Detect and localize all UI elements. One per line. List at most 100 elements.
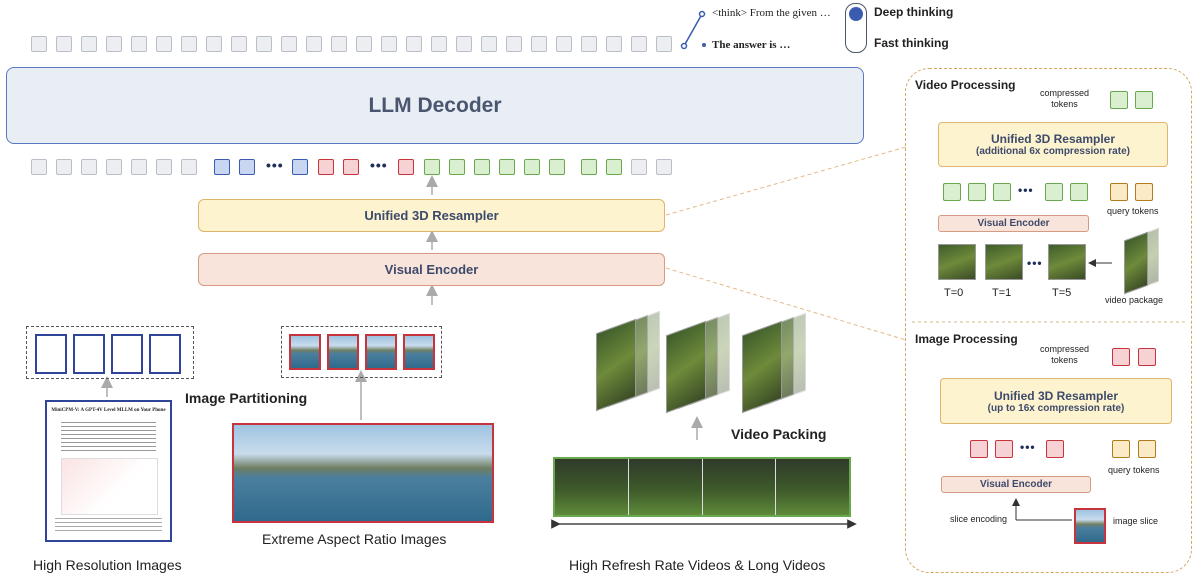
token-ellipsis: •••	[1020, 440, 1036, 454]
output-token	[656, 36, 672, 52]
high-res-document: MiniCPM-V: A GPT-4V Level MLLM on Your P…	[45, 400, 172, 542]
video-token	[581, 159, 597, 175]
video-frame	[666, 320, 706, 414]
token-ellipsis: •••	[370, 157, 388, 173]
lake-slice	[365, 334, 397, 370]
video-token	[449, 159, 465, 175]
video-package-label: video package	[1105, 295, 1164, 305]
output-token	[231, 36, 247, 52]
output-token	[631, 36, 647, 52]
image-query-tokens-label: query tokens	[1108, 465, 1160, 475]
frame-ellipsis: •••	[1027, 256, 1043, 270]
slice-token	[343, 159, 359, 175]
aspect-caption: Extreme Aspect Ratio Images	[262, 531, 447, 547]
output-token	[56, 36, 72, 52]
image-token	[239, 159, 255, 175]
doc-slice	[35, 334, 67, 374]
token-ellipsis: •••	[1018, 183, 1034, 197]
lake-slice	[403, 334, 435, 370]
toggle-knob	[849, 7, 863, 21]
compressed-token	[1110, 91, 1128, 109]
image-query-output	[1046, 440, 1064, 458]
video-processing-title: Video Processing	[915, 78, 1016, 92]
text-token	[131, 159, 147, 175]
output-token	[31, 36, 47, 52]
video-token	[499, 159, 515, 175]
image-resampler-label: Unified 3D Resampler	[993, 388, 1119, 403]
paper-figure	[61, 458, 158, 515]
text-token	[631, 159, 647, 175]
output-token	[556, 36, 572, 52]
output-token	[281, 36, 297, 52]
video-token	[474, 159, 490, 175]
doc-slice	[149, 334, 181, 374]
processing-detail-panel	[905, 68, 1192, 573]
paper-caption-text	[55, 518, 162, 534]
compressed-token	[1135, 91, 1153, 109]
video-strip-frame	[628, 459, 703, 515]
deep-thinking-output: <think> From the given …	[712, 7, 831, 19]
lake-panorama	[232, 423, 494, 523]
high-res-slices	[26, 326, 194, 379]
video-frame	[596, 318, 636, 412]
video-visual-encoder: Visual Encoder	[938, 215, 1089, 232]
image-resampler: Unified 3D Resampler (up to 16x compress…	[940, 378, 1172, 424]
video-query-output	[1045, 183, 1063, 201]
fast-thinking-output: The answer is …	[712, 39, 791, 51]
output-token	[331, 36, 347, 52]
video-package-frame	[1124, 231, 1148, 295]
image-visual-encoder: Visual Encoder	[941, 476, 1091, 493]
unified-3d-resampler: Unified 3D Resampler	[198, 199, 665, 232]
text-token	[656, 159, 672, 175]
high-res-caption: High Resolution Images	[33, 557, 182, 573]
video-caption: High Refresh Rate Videos & Long Videos	[569, 557, 826, 573]
aspect-slices	[281, 326, 442, 378]
text-token	[181, 159, 197, 175]
slice-encoding-label: slice encoding	[950, 514, 1008, 524]
t1-label: T=1	[992, 287, 1012, 299]
video-frame-t1	[985, 244, 1023, 280]
image-token	[214, 159, 230, 175]
thinking-toggle[interactable]	[845, 3, 867, 53]
image-processing-title: Image Processing	[915, 332, 1018, 346]
output-token	[306, 36, 322, 52]
image-resampler-sub: (up to 16x compression rate)	[987, 402, 1125, 414]
text-token	[31, 159, 47, 175]
video-frame-t0	[938, 244, 976, 280]
output-token	[581, 36, 597, 52]
output-token	[481, 36, 497, 52]
paper-title: MiniCPM-V: A GPT-4V Level MLLM on Your P…	[51, 408, 166, 413]
doc-slice	[111, 334, 143, 374]
output-token	[406, 36, 422, 52]
t0-label: T=0	[944, 287, 964, 299]
output-token	[506, 36, 522, 52]
resampler-label: Unified 3D Resampler	[364, 208, 499, 223]
output-token	[381, 36, 397, 52]
video-encoder-label: Visual Encoder	[977, 218, 1050, 229]
t5-label: T=5	[1052, 287, 1072, 299]
video-token	[606, 159, 622, 175]
query-token	[1135, 183, 1153, 201]
video-token	[424, 159, 440, 175]
query-token	[1112, 440, 1130, 458]
output-token	[431, 36, 447, 52]
slice-token	[318, 159, 334, 175]
image-encoder-label: Visual Encoder	[979, 479, 1053, 490]
token-ellipsis: •••	[266, 157, 284, 173]
output-token	[356, 36, 372, 52]
video-query-output	[943, 183, 961, 201]
video-query-output	[968, 183, 986, 201]
video-strip	[553, 457, 851, 517]
output-token	[256, 36, 272, 52]
output-token	[181, 36, 197, 52]
video-frame-t5	[1048, 244, 1086, 280]
paper-text-block	[61, 422, 156, 452]
fast-thinking-label: Fast thinking	[874, 36, 949, 50]
image-slice	[1074, 508, 1106, 544]
video-strip-frame	[776, 459, 849, 515]
compressed-token	[1138, 348, 1156, 366]
text-token	[81, 159, 97, 175]
llm-decoder-label: LLM Decoder	[368, 93, 502, 117]
video-query-tokens-label: query tokens	[1107, 206, 1159, 216]
text-token	[106, 159, 122, 175]
